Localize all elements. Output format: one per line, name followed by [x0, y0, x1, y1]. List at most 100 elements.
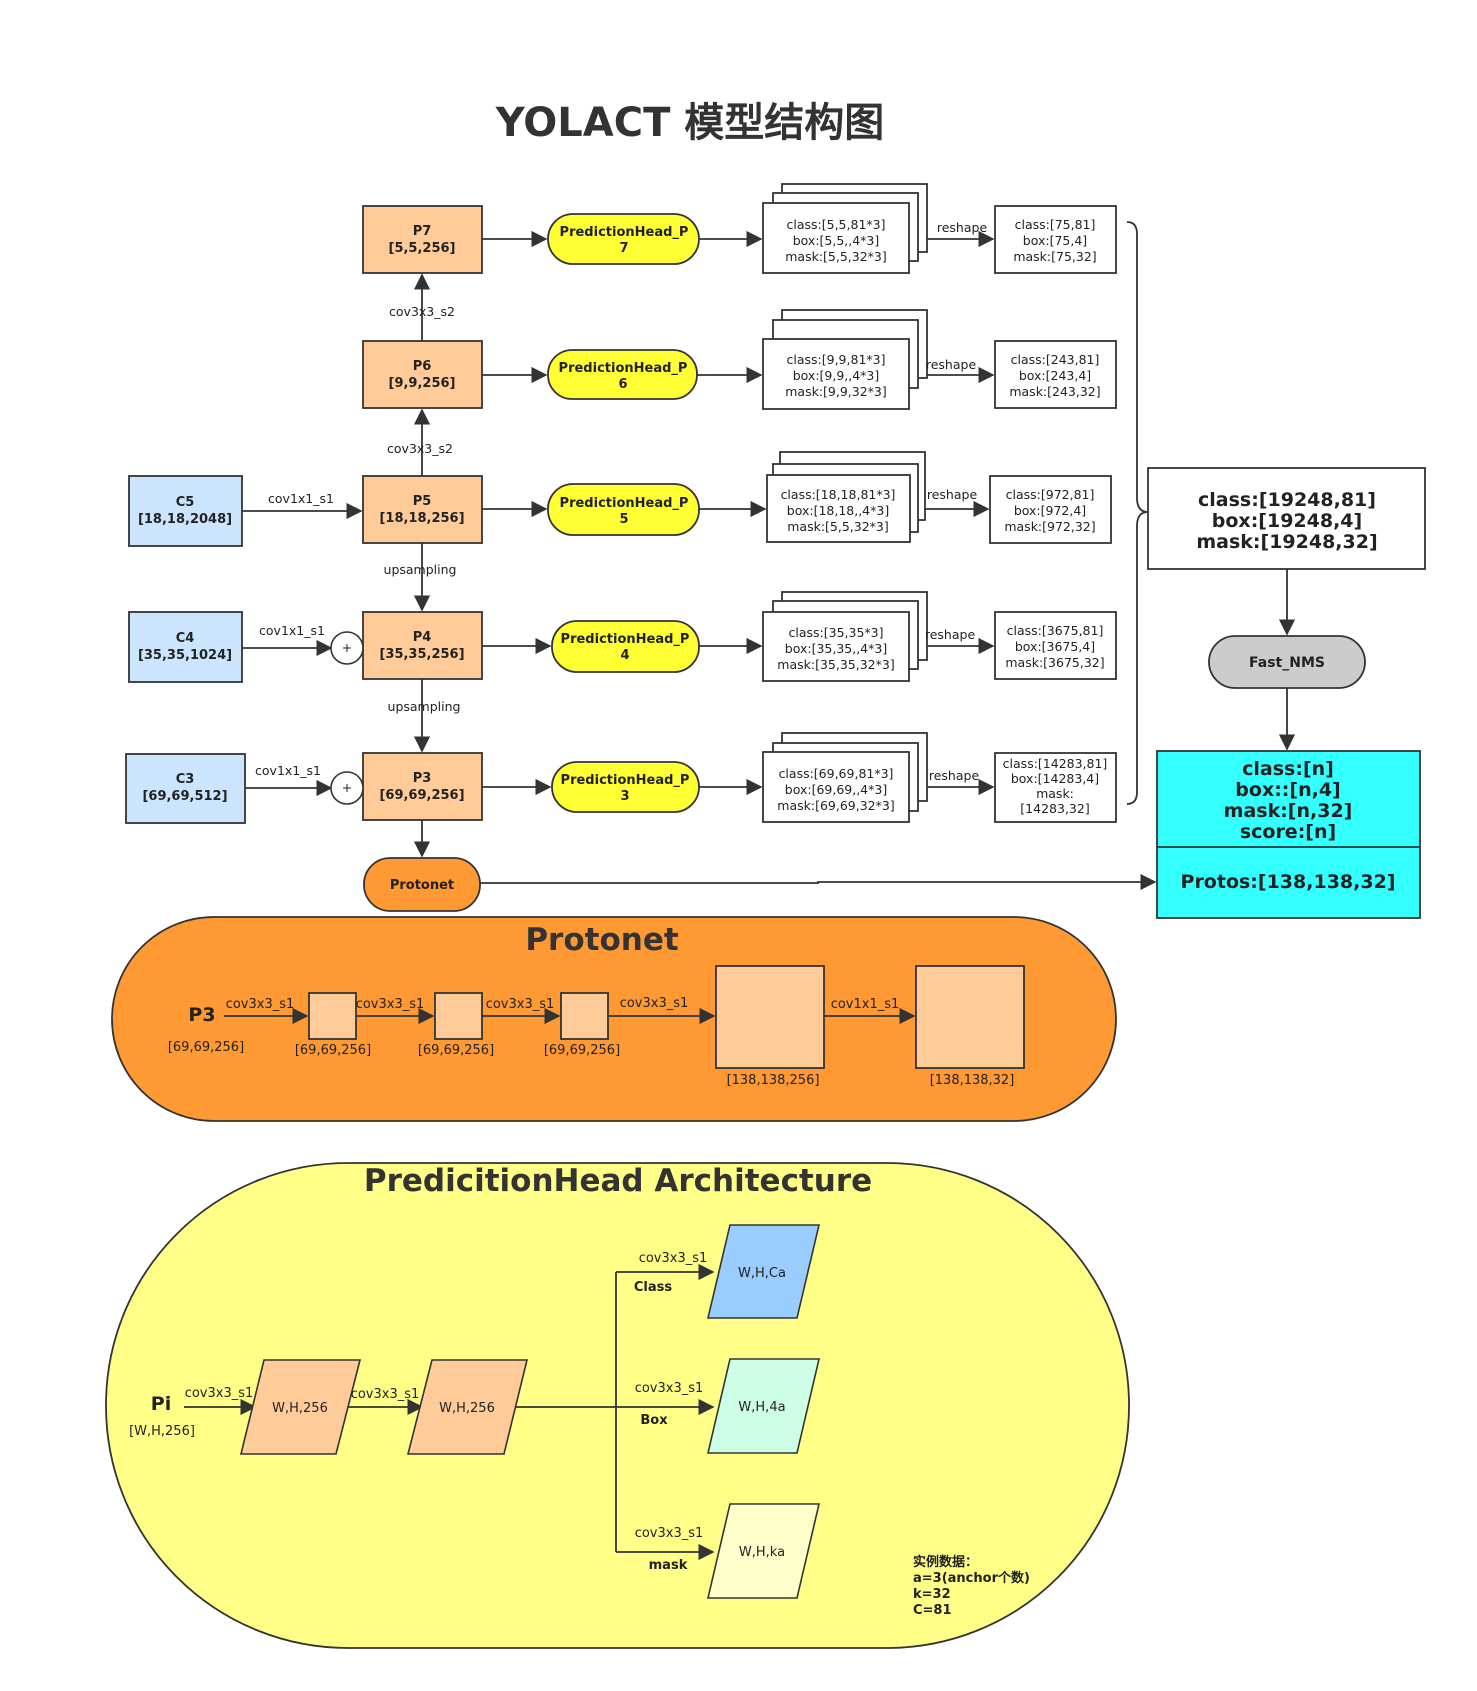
proto-label-4: cov3x3_s1 — [620, 996, 689, 1011]
reshaped-p7-box-text: box:[75,4] — [1023, 233, 1087, 248]
pred-label-1: cov3x3_s1 — [185, 1386, 254, 1401]
reshaped-p4-box — [994, 611, 1117, 680]
concat-box — [1147, 467, 1426, 570]
pred-note-a: a=3(anchor个数) — [913, 1570, 1030, 1586]
out-p7-layer1 — [762, 202, 910, 274]
reshaped-p6-class: class:[243,81] — [1011, 352, 1100, 367]
reshaped-p3-mask: mask: — [1036, 786, 1074, 801]
protonet-input-name: P3 — [188, 1004, 215, 1026]
final-score: score:[n] — [1240, 821, 1336, 843]
final-protos: Protos:[138,138,32] — [1181, 871, 1396, 893]
pred-note-c: C=81 — [913, 1603, 952, 1618]
label-reshape-p3: reshape — [929, 768, 980, 783]
out-p6-box: box:[9,9,,4*3] — [793, 368, 880, 383]
p4-name: P4 — [413, 630, 432, 645]
proto-label-2: cov3x3_s1 — [356, 997, 425, 1012]
pred-note-k: k=32 — [913, 1587, 951, 1602]
reshaped-p5-class: class:[972,81] — [1006, 487, 1095, 502]
label-cov3x3-s2-b: cov3x3_s2 — [387, 441, 453, 456]
proto-block-2 — [434, 992, 483, 1040]
out-p7-box: box:[5,5,,4*3] — [793, 233, 880, 248]
p7-shape: [5,5,256] — [389, 241, 456, 256]
pred-out-box-label: W,H,4a — [738, 1400, 785, 1415]
proto-block-1 — [308, 992, 357, 1040]
pred-out-class — [706, 1224, 821, 1319]
pred-label-class: Class — [634, 1280, 673, 1295]
c5-shape: [18,18,2048] — [138, 512, 232, 527]
head-p3-line1: PredictionHead_P — [561, 773, 690, 788]
reshaped-p4: class:[3675,81] box:[3675,4] mask:[3675,… — [994, 611, 1117, 680]
out-stack-p7: class:[5,5,81*3] box:[5,5,,4*3] mask:[5,… — [762, 183, 928, 274]
c3-shape: [69,69,512] — [142, 789, 227, 804]
out-p4-box: box:[35,35,,4*3] — [785, 641, 887, 656]
label-upsampling-b: upsampling — [388, 699, 461, 714]
protonet-node: Protonet — [363, 857, 481, 912]
proto-block-3 — [560, 992, 609, 1040]
reshaped-p5-box-text: box:[972,4] — [1014, 503, 1086, 518]
p7-node: P7 [5,5,256] — [362, 205, 483, 274]
protonet-input-shape: [69,69,256] — [168, 1040, 244, 1055]
final-node: class:[n] box::[n,4] mask:[n,32] score:[… — [1156, 750, 1421, 919]
c4-name: C4 — [176, 631, 195, 646]
proto-label-5: cov1x1_s1 — [831, 997, 900, 1012]
out-p3-box: box:[69,69,,4*3] — [785, 782, 887, 797]
c5-node: C5 [18,18,2048] — [128, 475, 243, 547]
concat-brace — [1126, 221, 1149, 805]
page-title: YOLACT 模型结构图 — [495, 100, 885, 146]
head-p4-line2: 4 — [620, 648, 629, 663]
reshaped-p3-box-text: box:[14283,4] — [1011, 771, 1099, 786]
reshaped-p3-mask-shape: [14283,32] — [1020, 801, 1089, 816]
final-box — [1156, 750, 1421, 919]
final-class: class:[n] — [1242, 758, 1334, 780]
p7-name: P7 — [413, 224, 432, 239]
proto-shape-4: [138,138,256] — [727, 1073, 820, 1088]
p6-shape: [9,9,256] — [389, 376, 456, 391]
pred-label-class-conv: cov3x3_s1 — [639, 1251, 708, 1266]
p6-name: P6 — [413, 359, 432, 374]
pred-feat-2 — [406, 1359, 529, 1455]
head-p7-line1: PredictionHead_P — [560, 225, 689, 240]
pred-head-panel — [105, 1162, 1130, 1649]
out-stack-p4: class:[35,35*3] box:[35,35,,4*3] mask:[3… — [762, 591, 928, 682]
p6-box — [362, 340, 483, 409]
pred-label-mask: mask — [649, 1558, 688, 1573]
c5-box — [128, 475, 243, 547]
pred-feat-1-label: W,H,256 — [272, 1401, 328, 1416]
reshaped-p6-mask: mask:[243,32] — [1009, 384, 1100, 399]
head-p4-line1: PredictionHead_P — [561, 632, 690, 647]
out-p3-mask: mask:[69,69,32*3] — [777, 798, 894, 813]
reshaped-p7-mask: mask:[75,32] — [1013, 249, 1096, 264]
plus-sign-p4: + — [342, 640, 352, 655]
proto-shape-2: [69,69,256] — [418, 1043, 494, 1058]
reshaped-p4-box-text: box:[3675,4] — [1015, 639, 1095, 654]
reshaped-p3-class: class:[14283,81] — [1003, 756, 1108, 771]
out-p3-layer1 — [762, 751, 910, 823]
plus-node-p4 — [330, 631, 364, 665]
head-p4: PredictionHead_P 4 — [551, 620, 700, 673]
out-p5-mask: mask:[5,5,32*3] — [787, 519, 889, 534]
protonet-node-label: Protonet — [390, 878, 454, 893]
head-p7-line2: 7 — [619, 241, 628, 256]
out-stack-p6: class:[9,9,81*3] box:[9,9,,4*3] mask:[9,… — [762, 309, 928, 410]
proto-shape-1: [69,69,256] — [295, 1043, 371, 1058]
reshaped-p6: class:[243,81] box:[243,4] mask:[243,32] — [994, 340, 1117, 409]
head-p5: PredictionHead_P 5 — [547, 483, 700, 536]
reshaped-p3: class:[14283,81] box:[14283,4] mask: [14… — [994, 752, 1117, 823]
out-p5-class: class:[18,18,81*3] — [781, 487, 896, 502]
pred-head-title: PredicitionHead Architecture — [364, 1163, 872, 1199]
pred-feat-2-label: W,H,256 — [439, 1401, 495, 1416]
out-p6-layer1 — [762, 338, 910, 410]
out-p5-box: box:[18,18,,4*3] — [787, 503, 889, 518]
p4-box — [362, 611, 483, 680]
final-mask: mask:[n,32] — [1224, 800, 1353, 822]
pred-label-box-conv: cov3x3_s1 — [635, 1381, 704, 1396]
plus-sign-p3: + — [342, 780, 352, 795]
out-stack-p3: class:[69,69,81*3] box:[69,69,,4*3] mask… — [762, 732, 928, 823]
reshaped-p7-box — [994, 205, 1117, 274]
concat-box-text: box:[19248,4] — [1212, 510, 1362, 532]
label-cov1x1-c4: cov1x1_s1 — [259, 623, 325, 638]
p4-node: P4 [35,35,256] — [362, 611, 483, 680]
proto-label-1: cov3x3_s1 — [226, 997, 295, 1012]
head-p5-line2: 5 — [619, 512, 628, 527]
pred-label-mask-conv: cov3x3_s1 — [635, 1526, 704, 1541]
